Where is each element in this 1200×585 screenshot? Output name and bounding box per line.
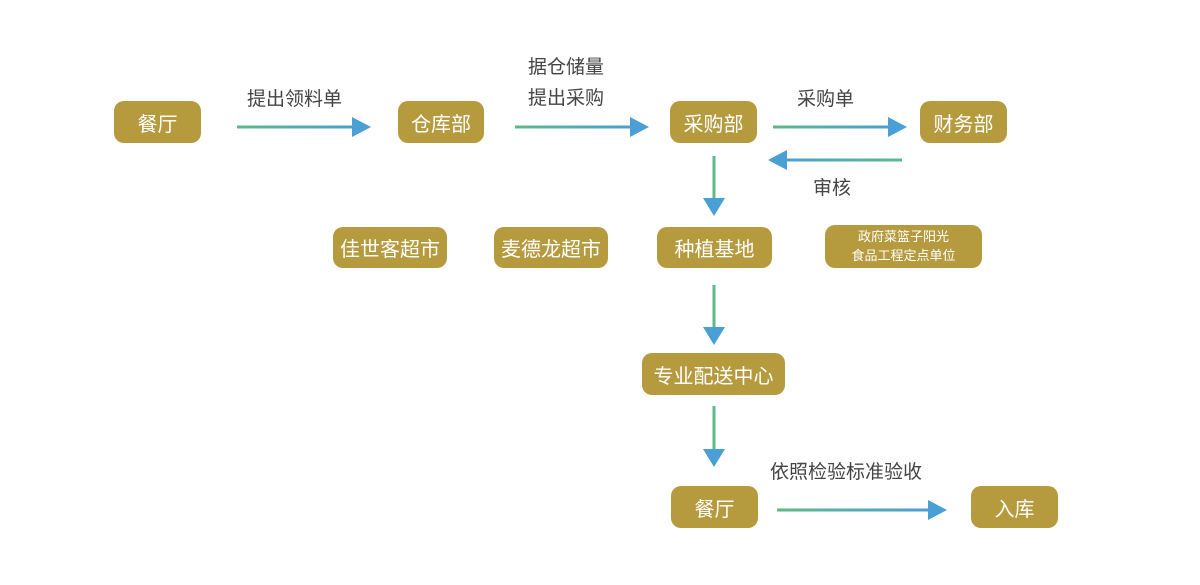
arrow-purchasing-to-farm <box>703 156 725 216</box>
label-requisition: 提出领料单 <box>247 88 343 110</box>
node-finance: 财务部 <box>920 101 1007 143</box>
node-distribution-center: 专业配送中心 <box>642 353 785 395</box>
node-restaurant-bottom: 餐厅 <box>671 486 758 528</box>
node-jiashike-supermarket: 佳世客超市 <box>333 227 447 268</box>
node-purchasing: 采购部 <box>670 101 757 143</box>
node-planting-base: 种植基地 <box>657 227 772 268</box>
arrow-purchasing-to-finance <box>773 117 907 137</box>
node-government-unit: 政府菜篮子阳光 食品工程定点单位 <box>825 225 982 268</box>
label-purchase-order: 采购单 <box>797 88 855 110</box>
node-metro-supermarket: 麦德龙超市 <box>494 227 608 268</box>
arrow-distribution-to-restaurant <box>703 406 725 467</box>
arrow-warehouse-to-purchasing <box>515 117 649 137</box>
node-warehouse: 仓库部 <box>398 101 484 143</box>
government-unit-line1: 政府菜篮子阳光 <box>857 229 949 245</box>
label-inspection: 依照检验标准验收 <box>770 461 923 483</box>
node-storage: 入库 <box>971 486 1058 528</box>
arrow-finance-to-purchasing <box>768 150 902 170</box>
label-stock-line1: 据仓储量 <box>528 56 605 78</box>
arrow-restaurant-to-storage <box>777 500 947 520</box>
label-stock-line2: 提出采购 <box>528 87 605 109</box>
arrow-restaurant-to-warehouse <box>237 117 371 137</box>
node-restaurant-top: 餐厅 <box>114 101 201 143</box>
arrow-farm-to-distribution <box>703 285 725 345</box>
government-unit-line2: 食品工程定点单位 <box>851 248 956 264</box>
label-audit: 审核 <box>813 177 852 199</box>
